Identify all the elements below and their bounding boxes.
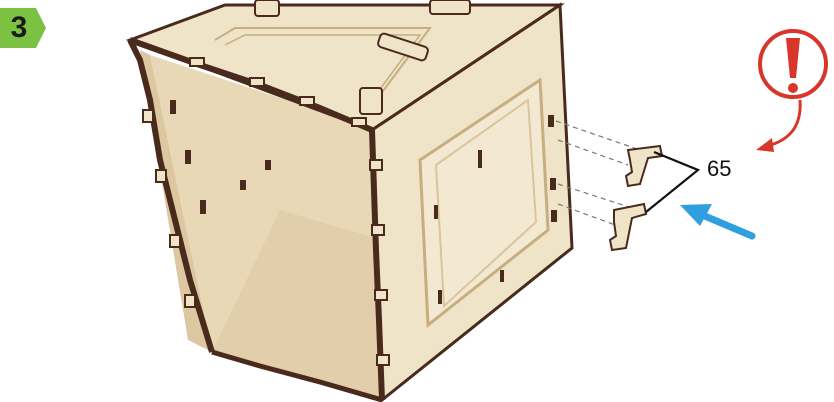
exclamation-warning-icon (756, 31, 826, 152)
clip-piece-2 (610, 204, 646, 250)
count-bracket (646, 152, 698, 212)
step-number: 3 (0, 8, 38, 48)
step-badge: 3 (0, 8, 46, 48)
insert-arrow-icon (680, 204, 752, 236)
part-count-label: 65 (707, 156, 731, 182)
